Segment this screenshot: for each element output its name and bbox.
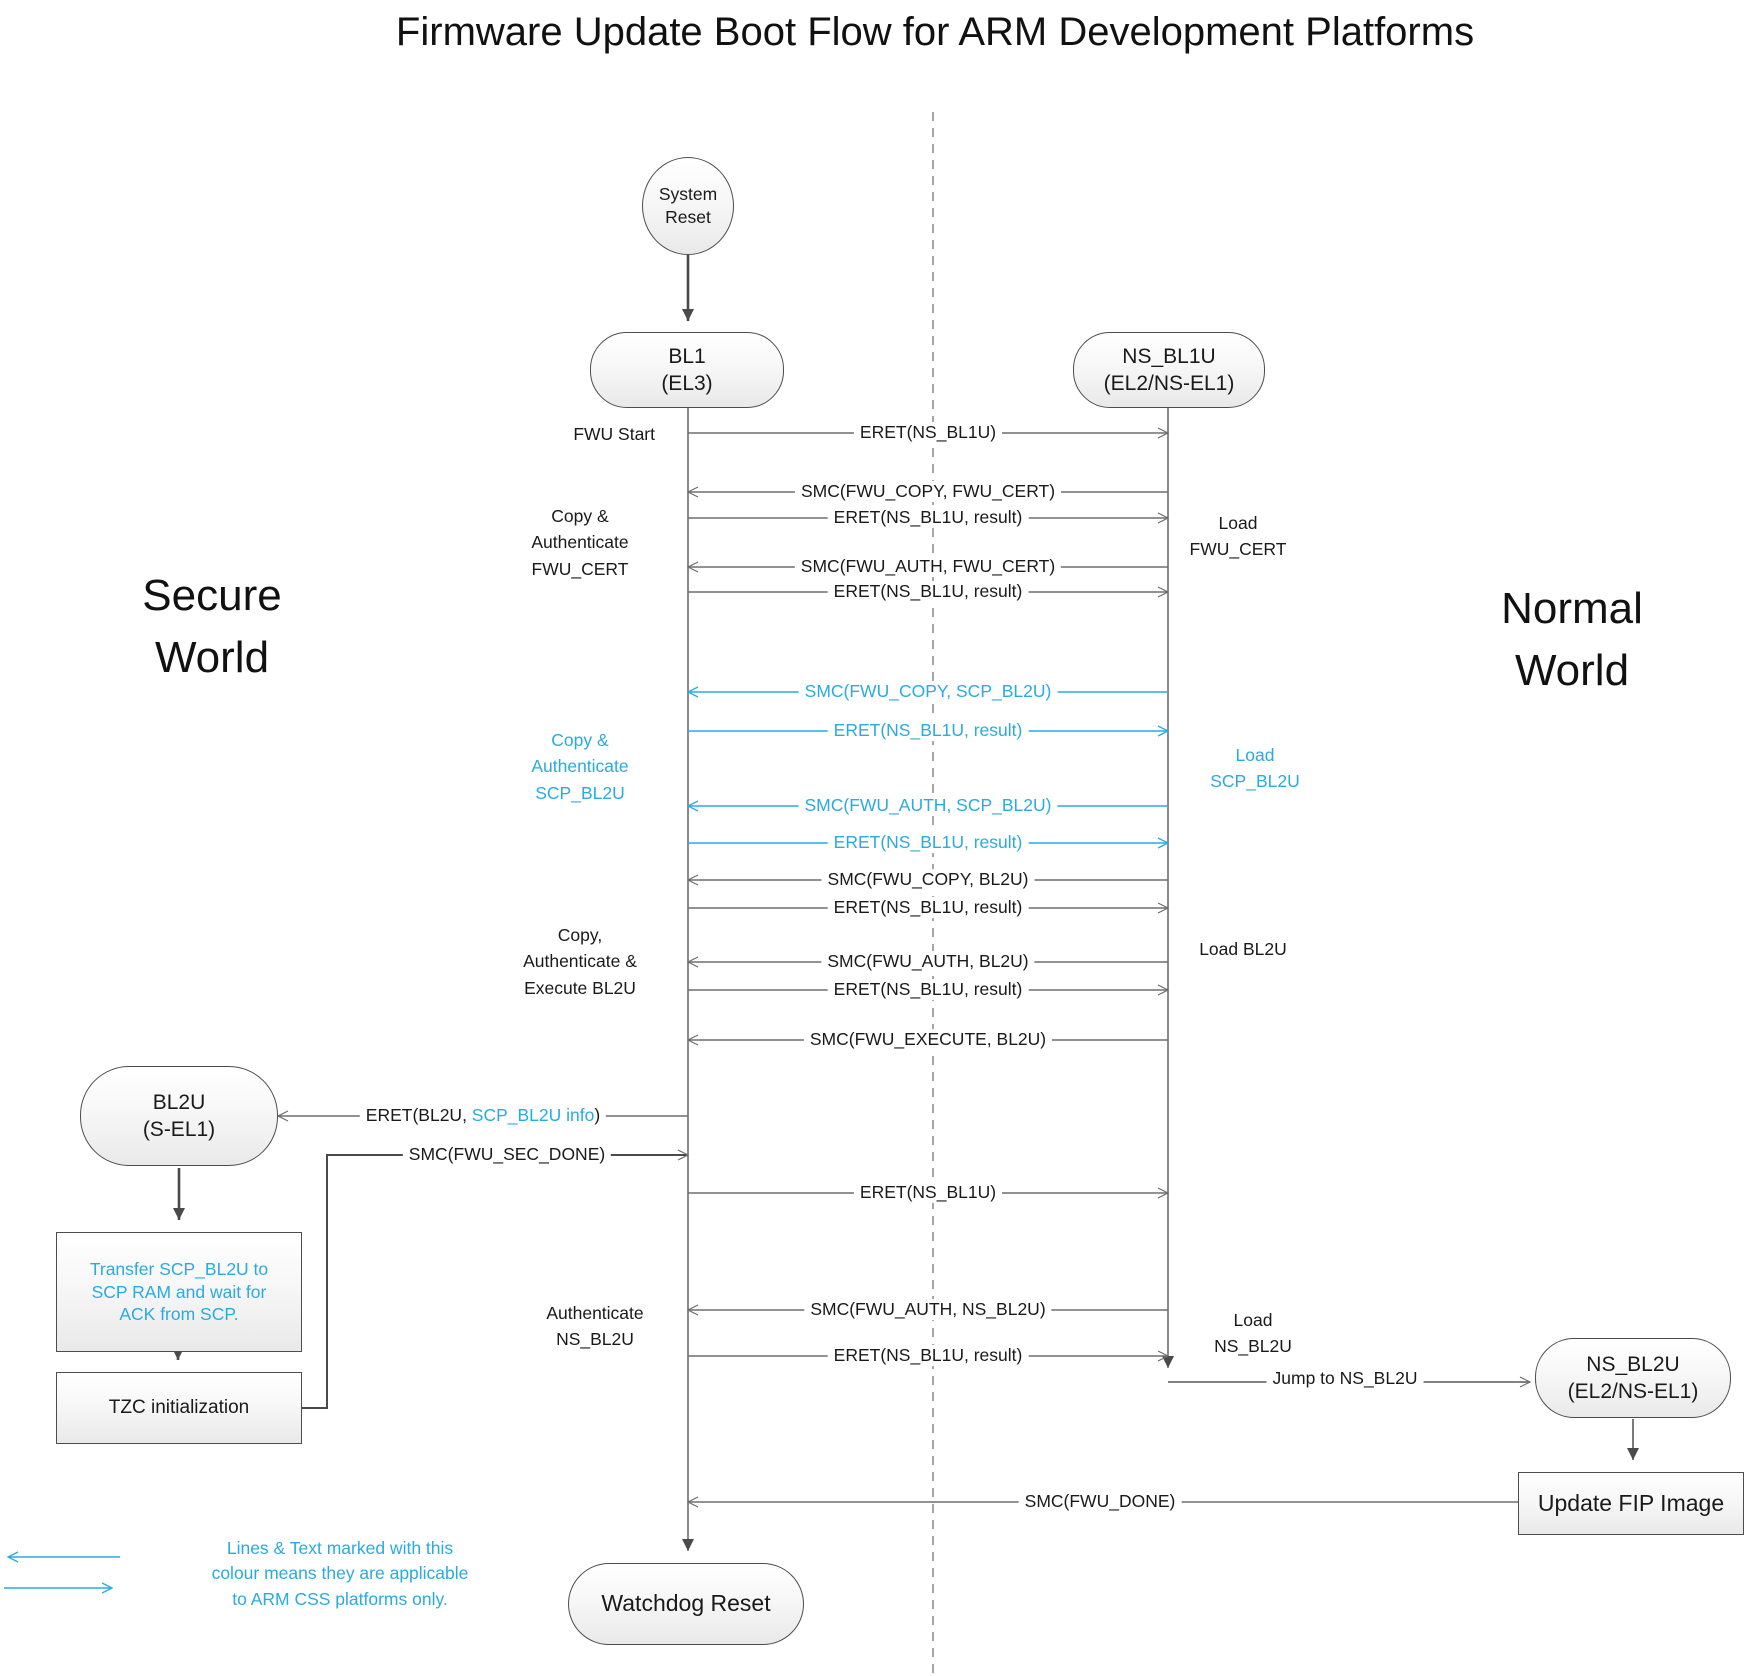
ns-bl1u-line2: (EL2/NS-EL1) [1103,372,1235,395]
bl2u-node: BL2U (S-EL1) [80,1066,278,1166]
msg-label-smc-copy-cert: SMC(FWU_COPY, FWU_CERT) [794,481,1062,503]
msg-label-eret-scp-2: ERET(NS_BL1U, result) [827,832,1029,854]
msg-label-eret-ns-bl1u: ERET(NS_BL1U) [853,422,1003,444]
msg-label-eret-scp-1: ERET(NS_BL1U, result) [827,720,1029,742]
ns-bl2u-node: NS_BL2U (EL2/NS-EL1) [1535,1338,1731,1418]
ns-bl2u-line1: NS_BL2U [1586,1352,1680,1376]
jump-to-ns-bl2u-label: Jump to NS_BL2U [1266,1368,1424,1390]
system-reset-line1: System [658,184,718,205]
bl1-line1: BL1 [668,344,706,368]
note-copy-auth-fwu-cert: Copy & Authenticate FWU_CERT [531,506,629,579]
msg-label-eret-result-2: ERET(NS_BL1U, result) [827,581,1029,603]
note-copy-auth-scp-bl2u: Copy & Authenticate SCP_BL2U [531,730,629,803]
eret-bl2u-suffix: ) [594,1105,601,1126]
transfer-scp-node: Transfer SCP_BL2U to SCP RAM and wait fo… [56,1232,302,1352]
system-reset-node: System Reset [642,157,734,255]
secure-world-label: Secure World [142,571,282,683]
msg-label-smc-sec-done: SMC(FWU_SEC_DONE) [402,1144,612,1166]
note-authenticate-ns-bl2u: Authenticate NS_BL2U [546,1303,644,1350]
tzc-to-bl1-elbow [302,1149,690,1409]
note-load-scp-bl2u: Load SCP_BL2U [1210,745,1300,792]
msg-label-eret-result-5: ERET(NS_BL1U, result) [827,1345,1029,1367]
note-load-bl2u: Load BL2U [1199,939,1287,959]
note-load-fwu-cert: Load FWU_CERT [1189,513,1287,560]
legend-text: Lines & Text marked with this colour mea… [211,1538,469,1609]
msg-label-smc-auth-scp: SMC(FWU_AUTH, SCP_BL2U) [798,795,1058,817]
msg-label-eret-result-1: ERET(NS_BL1U, result) [827,507,1029,529]
msg-label-eret-result-3: ERET(NS_BL1U, result) [827,897,1029,919]
eret-bl2u-prefix: ERET(BL2U, [365,1105,472,1126]
msg-label-smc-auth-cert: SMC(FWU_AUTH, FWU_CERT) [794,556,1062,578]
msg-label-smc-fwu-done: SMC(FWU_DONE) [1018,1491,1182,1513]
bl2u-line1: BL2U [152,1090,206,1114]
msg-label-smc-execute: SMC(FWU_EXECUTE, BL2U) [803,1029,1053,1051]
msg-label-eret-result-4: ERET(NS_BL1U, result) [827,979,1029,1001]
note-copy-auth-exec-bl2u: Copy, Authenticate & Execute BL2U [523,925,637,998]
bl1-node: BL1 (EL3) [590,332,784,408]
update-fip-node: Update FIP Image [1518,1472,1744,1535]
msg-label-smc-auth-bl2u: SMC(FWU_AUTH, BL2U) [821,951,1035,973]
ns-bl2u-line2: (EL2/NS-EL1) [1567,1380,1699,1403]
note-load-ns-bl2u: Load NS_BL2U [1214,1310,1292,1357]
tzc-init-node: TZC initialization [56,1372,302,1444]
msg-label-smc-auth-nsbl2u: SMC(FWU_AUTH, NS_BL2U) [804,1299,1052,1321]
eret-bl2u-accent: SCP_BL2U info [471,1105,595,1126]
ns-bl1u-node: NS_BL1U (EL2/NS-EL1) [1073,332,1265,408]
system-reset-line2: Reset [665,207,711,227]
msg-label-smc-copy-scp: SMC(FWU_COPY, SCP_BL2U) [798,681,1058,703]
msg-label-eret-ns-bl1u-2: ERET(NS_BL1U) [853,1182,1003,1204]
normal-world-label: Normal World [1501,584,1643,696]
msg-label-eret-bl2u: ERET(BL2U, SCP_BL2U info) [359,1105,607,1127]
diagram-title: Firmware Update Boot Flow for ARM Develo… [395,10,1475,54]
bl1-line2: (EL3) [661,372,713,395]
bl2u-line2: (S-EL1) [142,1118,216,1141]
ns-bl1u-line1: NS_BL1U [1122,344,1216,368]
watchdog-reset-node: Watchdog Reset [568,1563,804,1645]
note-fwu-start: FWU Start [573,424,655,444]
msg-label-smc-copy-bl2u: SMC(FWU_COPY, BL2U) [821,869,1035,891]
